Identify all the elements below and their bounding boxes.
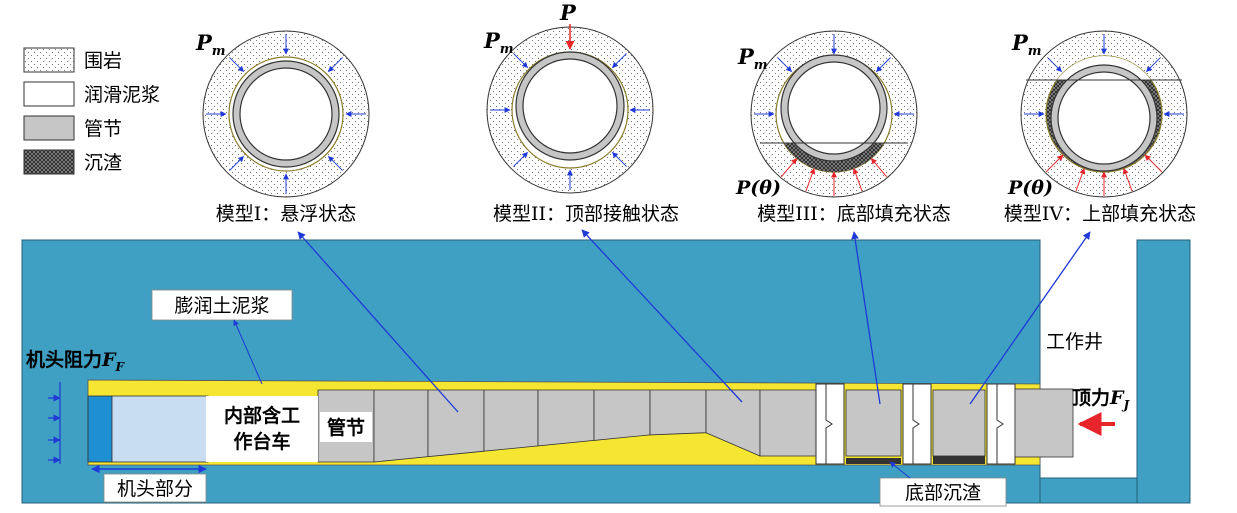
head-resistance-arrows	[48, 382, 61, 464]
pressure-arrow	[1047, 57, 1062, 72]
pressure-arrow	[805, 167, 816, 192]
pm-labels: Pm Pm P Pm P(θ) Pm P(θ)	[195, 0, 1053, 199]
sediment-leader	[889, 461, 911, 479]
pipe-segment	[759, 389, 817, 457]
pressure-arrow	[612, 152, 627, 167]
head-body	[111, 395, 209, 463]
head-resistance-label: 机头阻力FF	[26, 348, 126, 374]
legend-label-rock: 围岩	[84, 50, 122, 72]
head-part-label-box	[103, 473, 207, 503]
model-3-pm: Pm	[737, 44, 768, 73]
pressure-arrow	[513, 53, 528, 68]
pipe-segment	[845, 389, 902, 457]
model-1-title: 模型I：悬浮状态	[216, 203, 357, 225]
pipe-segments	[317, 389, 986, 463]
pressure-arrow	[229, 57, 244, 72]
pipe-segment	[932, 389, 986, 457]
model-2-pm: Pm	[483, 28, 514, 57]
model-leader-lines	[297, 229, 1091, 413]
platform-label-box	[206, 396, 318, 462]
bentonite-leader	[233, 319, 263, 385]
pipe-segment	[649, 389, 707, 436]
pressure-arrow	[870, 157, 888, 178]
model-4-ptheta: P(θ)	[1007, 177, 1053, 199]
pipe-segment	[373, 389, 429, 463]
model-3-title: 模型III：底部填充状态	[757, 203, 951, 225]
pressure-arrow	[1075, 167, 1086, 192]
shaft-label: 工作井	[1046, 331, 1103, 353]
jacking-block	[1014, 388, 1074, 458]
pressure-arrow	[612, 53, 627, 68]
model-2-top-p: P	[559, 0, 577, 25]
model-titles: 模型I：悬浮状态 模型II：顶部接触状态 模型III：底部填充状态 模型IV：上…	[216, 203, 1196, 225]
jacking-force-label: 顶力FJ	[1072, 386, 1131, 412]
model-1-suspended	[202, 30, 370, 198]
pressure-arrow	[852, 167, 863, 192]
legend-label-slurry: 润滑泥浆	[84, 84, 160, 106]
pressure-arrow	[1045, 154, 1064, 173]
model-4-upper-filled	[1020, 30, 1188, 198]
model-2-top-contact	[486, 24, 654, 194]
pipe-label-box	[320, 412, 372, 442]
model-3-bottom-filled	[750, 30, 918, 198]
model-1-pm: Pm	[195, 30, 226, 59]
legend-swatch-rock	[23, 47, 75, 73]
shaft-right-wall	[1136, 239, 1191, 504]
pressure-arrow	[780, 157, 798, 178]
legend-label-pipe: 管节	[84, 118, 122, 140]
legend-swatch-sediment	[23, 149, 75, 175]
pipe-segment	[427, 389, 485, 458]
model-4-pm: Pm	[1011, 30, 1042, 59]
legend: 围岩 润滑泥浆 管节 沉渣	[23, 47, 160, 175]
bottom-sediment-label: 底部沉渣	[905, 482, 981, 504]
tunnel-section	[21, 239, 1191, 507]
model-3-ptheta: P(θ)	[735, 177, 781, 199]
head-part-label: 机头部分	[117, 478, 193, 500]
bentonite-label-box	[151, 289, 293, 321]
pressure-arrow	[777, 57, 792, 72]
pipe-label: 管节	[327, 416, 365, 439]
pipe-segment	[537, 389, 595, 447]
pressure-arrow	[328, 156, 343, 171]
platform-label-line1: 内部含工	[224, 404, 300, 427]
pressure-arrow	[513, 152, 528, 167]
legend-swatch-pipe	[23, 115, 75, 141]
platform-label-line2: 作台车	[233, 430, 290, 453]
pressure-arrow	[328, 57, 343, 72]
shaft-bottom	[1039, 477, 1138, 504]
pressure-arrow	[876, 57, 891, 72]
break-gaps	[815, 383, 1016, 465]
bentonite-label: 膨润土泥浆	[174, 295, 269, 317]
pressure-arrow	[229, 156, 244, 171]
legend-swatch-slurry	[23, 81, 75, 107]
pipe-segment	[593, 389, 651, 441]
legend-label-sediment: 沉渣	[84, 152, 122, 174]
model-2-title: 模型II：顶部接触状态	[493, 203, 679, 225]
head-front	[87, 395, 113, 463]
pipe-segment	[483, 389, 539, 452]
sediment-label-box	[879, 477, 1007, 507]
sediment-bar-2	[933, 456, 985, 464]
pressure-arrow	[1122, 167, 1133, 192]
model-4-title: 模型IV：上部填充状态	[1004, 203, 1196, 225]
pressure-arrow	[1144, 154, 1163, 173]
sediment-bar-1	[846, 458, 901, 464]
pressure-arrow	[1146, 57, 1161, 72]
